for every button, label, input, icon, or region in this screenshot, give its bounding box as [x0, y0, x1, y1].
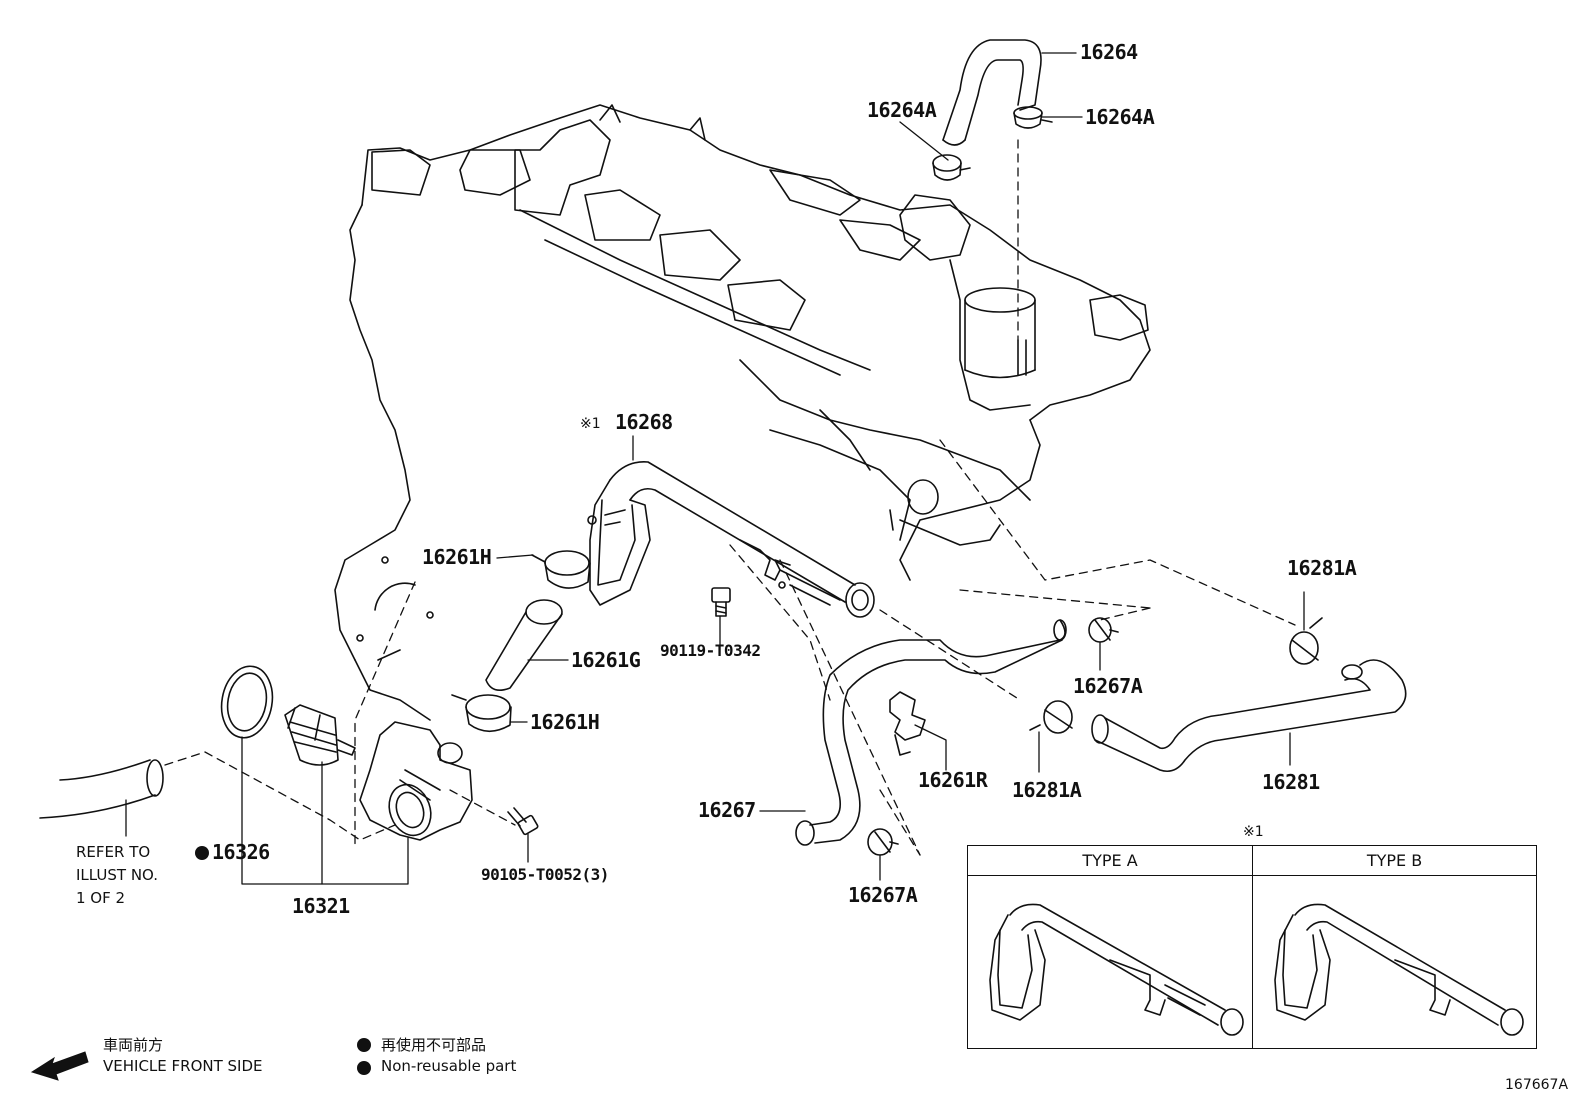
direction-label-en: VEHICLE FRONT SIDE	[103, 1057, 263, 1075]
part-label-16281A-upper: 16281A	[1287, 556, 1357, 580]
figure-id: 167667A	[1505, 1077, 1569, 1093]
part-label-16268: 16268	[615, 410, 673, 434]
refer-note-line-3: 1 OF 2	[76, 889, 126, 907]
part-label-16267A-upper: 16267A	[1073, 674, 1143, 698]
engine-outline	[334, 104, 1151, 721]
legend-dot-en-icon	[357, 1061, 371, 1075]
clamp-16264A-right	[1013, 106, 1053, 129]
water-inlet-16321	[359, 721, 473, 841]
part-label-90105-T0052: 90105-T0052(3)	[481, 865, 609, 884]
clamp-16261H-upper	[531, 550, 591, 589]
part-label-16261H-upper: 16261H	[422, 545, 492, 569]
clamp-16281A-left	[1029, 700, 1073, 734]
part-label-16261G: 16261G	[571, 648, 641, 672]
type-table-divider	[1252, 846, 1253, 1048]
refer-hose	[39, 759, 164, 819]
part-label-16267: 16267	[698, 798, 756, 822]
direction-label-jp: 車両前方	[103, 1036, 164, 1054]
part-label-16264: 16264	[1080, 40, 1138, 64]
part-label-16321: 16321	[292, 894, 350, 918]
refer-note-line-2: ILLUST NO.	[76, 866, 159, 884]
gasket-16326	[220, 665, 274, 739]
type-marker-16268: ※1	[580, 416, 601, 432]
clamp-16264A-left	[932, 154, 971, 181]
pipe-16268	[587, 461, 875, 618]
part-label-90119-T0342: 90119-T0342	[660, 641, 761, 660]
type-table-marker: ※1	[1243, 824, 1264, 840]
type-table: TYPE A TYPE B	[967, 845, 1537, 1049]
clamp-16267A-upper	[1088, 617, 1119, 643]
bolt-90119-T0342	[711, 587, 731, 617]
legend-label-jp: 再使用不可部品	[381, 1036, 487, 1054]
refer-note-line-1: REFER TO	[76, 843, 151, 861]
type-a-header: TYPE A	[968, 846, 1252, 876]
hose-16261G	[485, 599, 563, 691]
leader-lines	[125, 52, 1305, 885]
type-a-pipe-sketch	[989, 903, 1244, 1036]
hose-16264	[942, 39, 1042, 146]
part-label-16261R: 16261R	[918, 768, 988, 792]
type-b-header: TYPE B	[1253, 846, 1536, 876]
clamp-16267A-lower	[867, 828, 899, 856]
bolt-90105-T0052	[507, 807, 539, 836]
part-label-16267A-lower: 16267A	[848, 883, 918, 907]
hose-16281	[1091, 659, 1407, 773]
legend-dot-jp-icon	[357, 1038, 371, 1052]
part-label-16264A-left: 16264A	[867, 98, 937, 122]
clamp-16261H-lower	[451, 694, 512, 733]
type-b-pipe-sketch	[1274, 903, 1524, 1036]
dashed-guide-lines	[164, 139, 1296, 856]
part-label-16281A-lower: 16281A	[1012, 778, 1082, 802]
legend-label-en: Non-reusable part	[381, 1057, 517, 1075]
front-direction-arrow-icon	[30, 1051, 89, 1081]
part-label-16281: 16281	[1262, 770, 1320, 794]
clamp-16281A-right	[1289, 617, 1323, 665]
non-reusable-marker-icon	[195, 846, 209, 860]
part-label-16326: 16326	[212, 840, 270, 864]
hose-16267	[795, 619, 1067, 846]
clamp-16261R	[889, 691, 926, 756]
thermostat	[284, 704, 356, 766]
part-label-16261H-lower: 16261H	[530, 710, 600, 734]
part-label-16264A-right: 16264A	[1085, 105, 1155, 129]
